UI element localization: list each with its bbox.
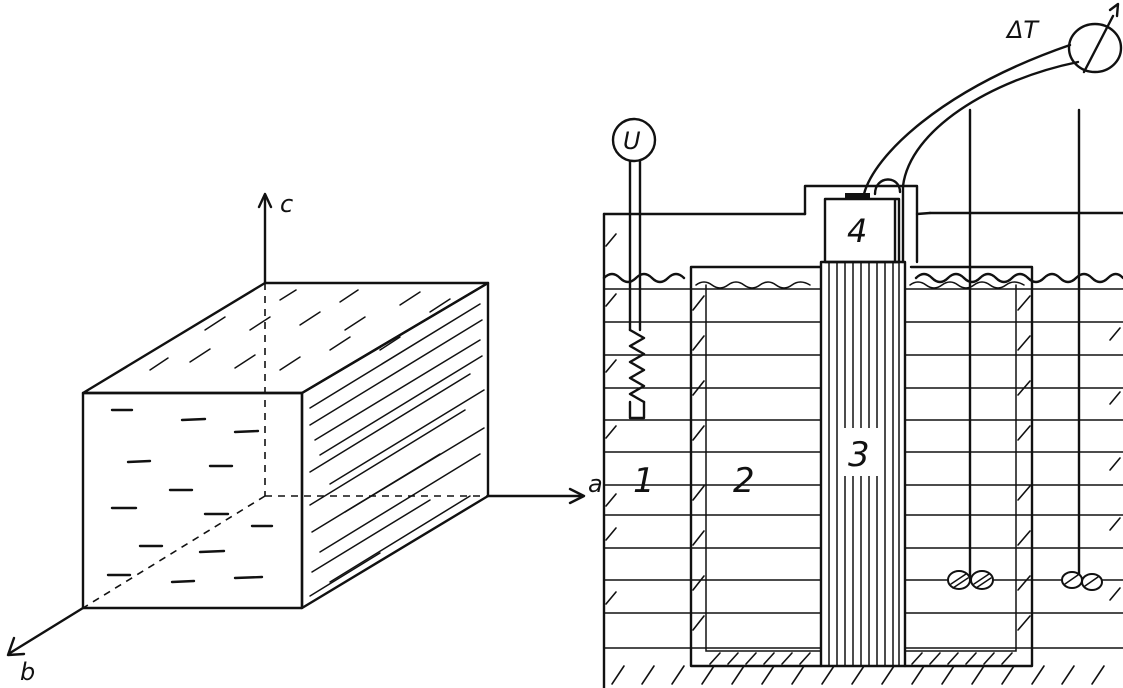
stirrer-right	[1061, 108, 1103, 591]
heater-coil	[628, 328, 646, 404]
front-face-texture	[106, 408, 274, 584]
bath-liquid-surface	[602, 272, 1123, 284]
label-bath: 1	[633, 461, 655, 501]
thermocouple-leads	[862, 43, 1080, 264]
inner-container	[689, 265, 1034, 668]
crystal-block: c b a	[6, 190, 603, 686]
container-liquid-surface	[695, 281, 1025, 289]
bath-floor-hatching	[611, 665, 1105, 685]
voltmeter-circle[interactable]	[611, 117, 657, 163]
b-axis	[8, 606, 85, 655]
heater-housing	[803, 184, 932, 264]
crystal-side-face	[300, 281, 490, 610]
bath-wall-hatching	[605, 233, 1121, 605]
heater-element	[845, 193, 870, 200]
sample-column	[819, 260, 907, 668]
crystal-top-face	[81, 281, 490, 395]
heater-background	[825, 199, 899, 262]
c-axis-arrow	[257, 192, 273, 209]
voltmeter-label: U	[623, 127, 641, 155]
b-axis-arrow	[6, 636, 26, 657]
a-axis-label: a	[588, 470, 603, 498]
c-axis-label: c	[280, 190, 293, 218]
top-face-texture	[149, 289, 451, 371]
voltmeter-assembly: U	[611, 117, 657, 420]
label-heater-block: 4	[847, 212, 867, 250]
stirrer-left	[947, 108, 994, 590]
hidden-edge-diagonal	[82, 495, 266, 609]
side-face-texture	[309, 303, 485, 597]
label-container: 2	[733, 461, 755, 501]
b-axis-label: b	[20, 658, 35, 686]
delta-t-label: ΔT	[1005, 16, 1040, 44]
apparatus: ΔT U 1 2 3	[602, 2, 1123, 688]
delta-t-meter[interactable]: ΔT	[1005, 2, 1123, 74]
a-axis-arrow	[568, 487, 586, 505]
label-sample: 3	[848, 435, 870, 475]
